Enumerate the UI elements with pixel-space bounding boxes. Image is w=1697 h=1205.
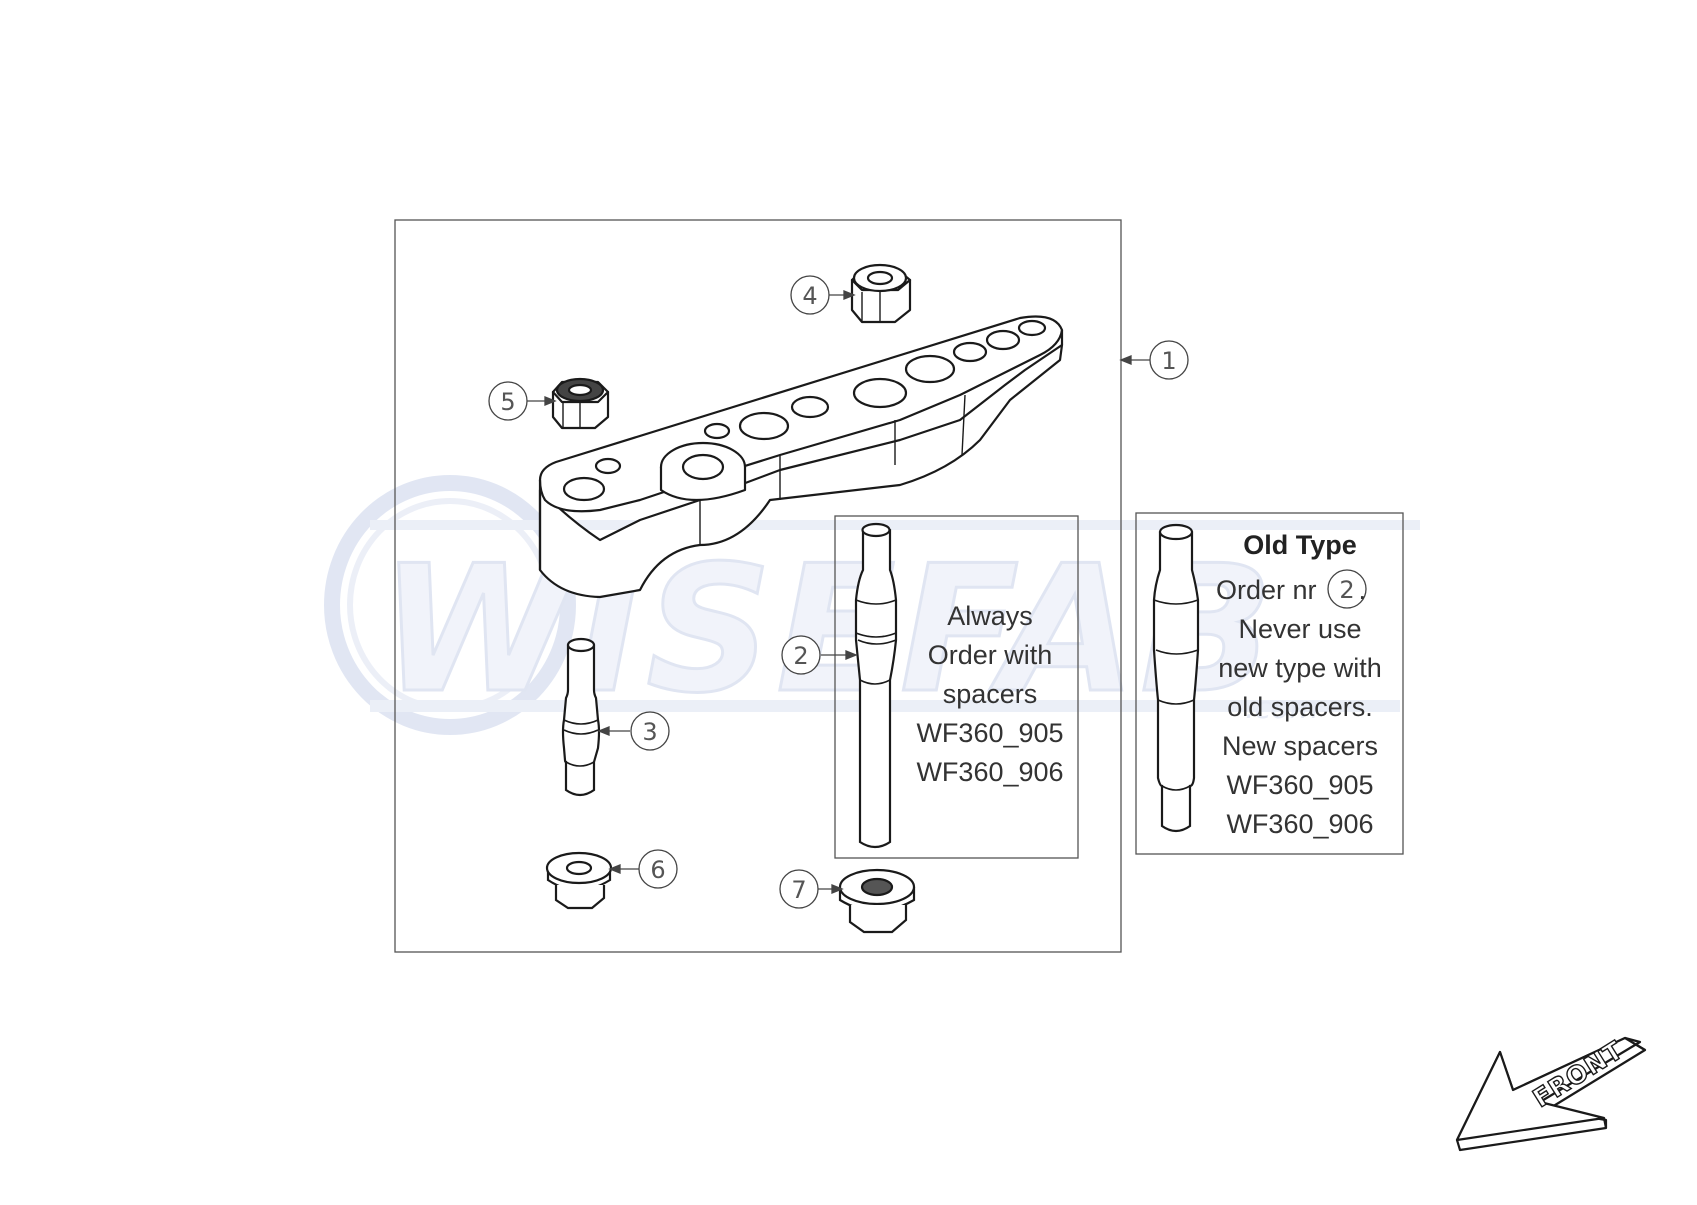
callout-numbers: 1 2 3 4 5 6 7 (500, 282, 1176, 904)
short-pin-3 (561, 637, 601, 797)
watermark-text: WISEFAB (380, 529, 1278, 732)
callout-2-label: 2 (793, 642, 808, 670)
front-arrow-label: FRONT (1528, 1035, 1629, 1113)
old-type-ref-bubble (1327, 569, 1367, 609)
callout-2-bubble (781, 635, 821, 675)
old-type-title: Old Type (1243, 530, 1357, 560)
old-type-order-line: Order nr. (1196, 571, 1404, 610)
old-type-line: old spacers. (1227, 692, 1373, 722)
callout-6-label: 6 (650, 856, 665, 884)
wisefab-watermark: WISEFAB .com (324, 475, 1420, 735)
old-type-box (1135, 512, 1404, 855)
old-type-pin-2 (1152, 523, 1200, 833)
long-pin-2 (854, 522, 898, 849)
callout-1-bubble (1149, 340, 1189, 380)
watermark-suffix: .com (1245, 691, 1319, 726)
old-type-note: Old Type Order nr. Never use new type wi… (1196, 526, 1404, 844)
old-type-line: new type with (1218, 653, 1382, 683)
old-type-line: Never use (1238, 614, 1362, 644)
callout-6-bubble (638, 849, 678, 889)
old-type-line: WF360_906 (1226, 809, 1374, 839)
callout-7-label: 7 (791, 876, 806, 904)
callout-4-label: 4 (802, 282, 817, 310)
always-order-box (834, 515, 1079, 859)
front-direction-arrow (1455, 1036, 1647, 1152)
old-type-order-suffix: . (1358, 575, 1367, 605)
callout-3-bubble (630, 711, 670, 751)
always-order-note: Always Order with spacers WF360_905 WF36… (890, 597, 1090, 792)
always-order-line: WF360_906 (916, 757, 1064, 787)
always-order-line: WF360_905 (916, 718, 1064, 748)
old-type-line: New spacers (1221, 731, 1379, 761)
always-order-line: Order with (927, 640, 1053, 670)
always-order-line: Always (947, 601, 1033, 631)
old-type-line: WF360_905 (1226, 770, 1374, 800)
lock-nut-5 (551, 377, 610, 430)
callout-3-label: 3 (642, 718, 657, 746)
flange-spacer-7 (838, 868, 916, 934)
flange-spacer-6 (545, 851, 613, 910)
callout-5-bubble (488, 381, 528, 421)
callout-1-label: 1 (1161, 347, 1176, 375)
steering-arm-bracket (538, 315, 1064, 599)
old-type-ref-number: 2 (1339, 576, 1354, 604)
callout-7-bubble (779, 869, 819, 909)
old-type-order-prefix: Order nr (1216, 575, 1317, 605)
callout-4-bubble (790, 275, 830, 315)
lock-nut-4 (850, 263, 912, 324)
assembly-frame (394, 219, 1122, 953)
always-order-line: spacers (942, 679, 1038, 709)
callout-5-label: 5 (500, 388, 515, 416)
callout-layer (488, 275, 1189, 909)
